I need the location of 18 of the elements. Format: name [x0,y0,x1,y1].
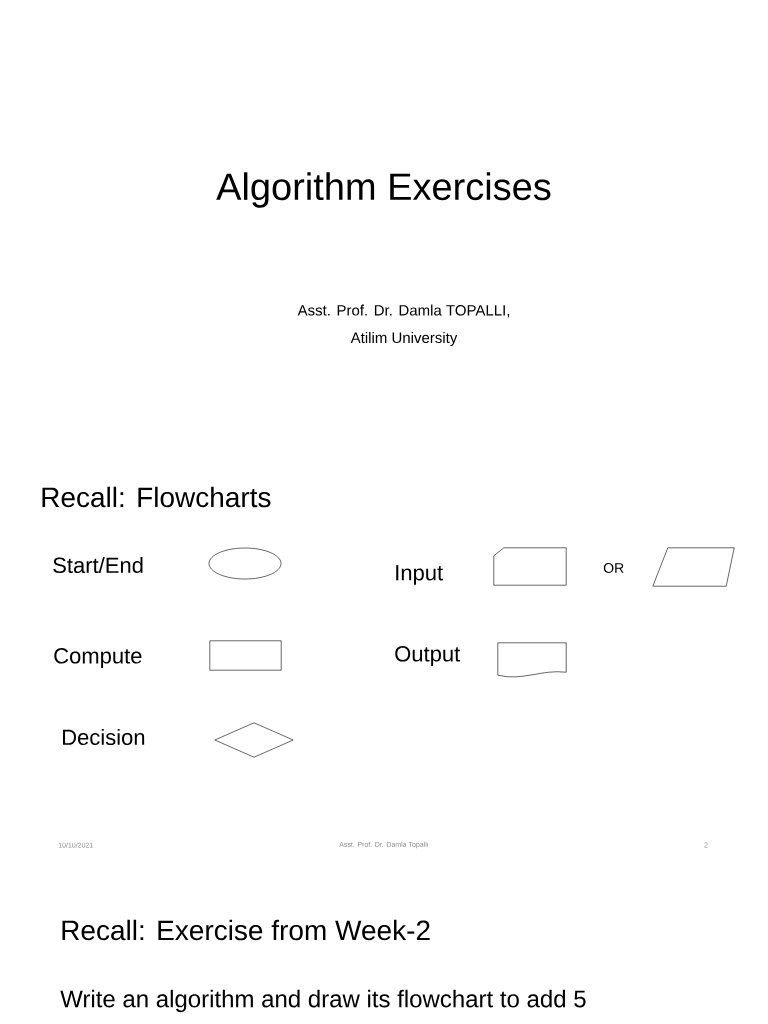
symbol-label: Compute [54,648,142,668]
document-symbol [497,642,567,678]
symbol-label: Start/End [53,556,143,574]
slide-title: Algorithm Exercises [216,172,551,208]
diamond-symbol [214,722,294,758]
card-symbol [493,547,567,586]
body-text: Write an algorithm and draw its flowchart to add 5 [60,989,586,1013]
slide-heading: Recall: Exercise from Week-2 [62,919,430,941]
subtitle: Asst. Prof. Dr. Damla TOPALLI, [297,304,510,318]
subtitle: Atilim University [350,332,458,346]
parallelogram-symbol [652,547,735,587]
box-symbol [209,640,282,671]
or-label: OR [603,563,624,573]
symbol-label: Input [396,565,443,585]
slide-heading: Recall: Flowcharts [42,486,271,508]
symbol-label: Decision [63,728,145,746]
symbol-label: Output [395,646,461,666]
ellipse-symbol [208,547,282,580]
